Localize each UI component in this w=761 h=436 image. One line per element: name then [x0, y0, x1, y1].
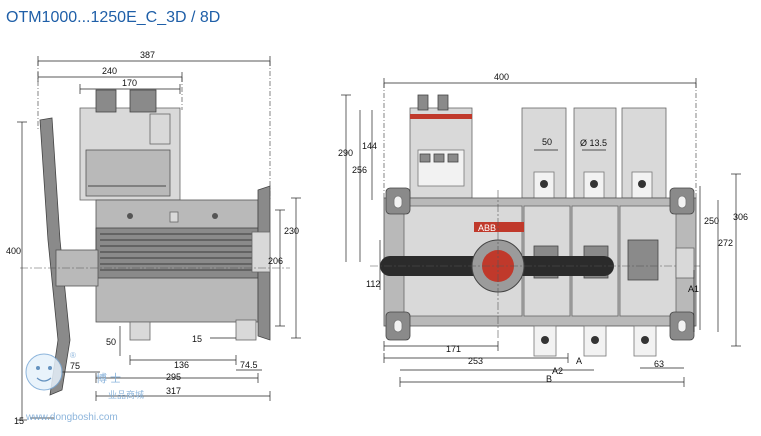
- front-view: 400 290 144 256: [338, 72, 748, 387]
- dim-400: 400: [6, 246, 21, 256]
- dim-15: 15: [192, 334, 202, 344]
- dim-diameter: Ø 13.5: [580, 138, 607, 148]
- dim-50-front: 50: [542, 137, 552, 147]
- watermark-url: www.dongboshi.com: [25, 412, 118, 423]
- dim-144: 144: [362, 141, 377, 151]
- dim-206: 206: [268, 256, 283, 266]
- side-view: 387 240 170: [6, 50, 301, 426]
- dim-170: 170: [122, 78, 137, 88]
- dim-250: 250: [704, 216, 719, 226]
- dim-295: 295: [166, 372, 181, 382]
- dim-a2: A2: [552, 366, 563, 376]
- dim-290: 290: [338, 148, 353, 158]
- dim-387: 387: [140, 50, 155, 60]
- dim-112: 112: [366, 279, 380, 289]
- dim-240: 240: [102, 66, 117, 76]
- operating-handle: [39, 117, 71, 396]
- dim-50: 50: [106, 337, 116, 347]
- terminal-cap: [95, 89, 117, 113]
- dim-a: A: [576, 356, 582, 366]
- dim-272: 272: [718, 238, 733, 248]
- dim-63: 63: [654, 359, 664, 369]
- dim-136: 136: [174, 360, 189, 370]
- dim-230: 230: [284, 226, 299, 236]
- watermark-line1: 博 士: [96, 372, 121, 385]
- dim-317: 317: [166, 386, 181, 396]
- dim-171: 171: [446, 344, 461, 354]
- watermark: ® 博 士 业品商城 www.dongboshi.com: [25, 351, 144, 423]
- terminal-cap: [129, 89, 157, 113]
- dim-256: 256: [352, 165, 367, 175]
- dim-253: 253: [468, 356, 483, 366]
- dim-b: B: [546, 374, 552, 384]
- mascot-icon: [25, 353, 63, 391]
- brand-label: ABB: [478, 223, 496, 233]
- dim-15-bottom: 15: [14, 416, 24, 426]
- watermark-line2: 业品商城: [108, 389, 144, 400]
- dim-a1: A1: [688, 284, 699, 294]
- registered-mark: ®: [70, 351, 76, 360]
- dim-400-front: 400: [494, 72, 509, 82]
- dim-74-5: 74.5: [240, 360, 258, 370]
- drawing-title: OTM1000...1250E_C_3D / 8D: [6, 9, 220, 26]
- dim-306: 306: [733, 212, 748, 222]
- dim-75: 75: [70, 361, 80, 371]
